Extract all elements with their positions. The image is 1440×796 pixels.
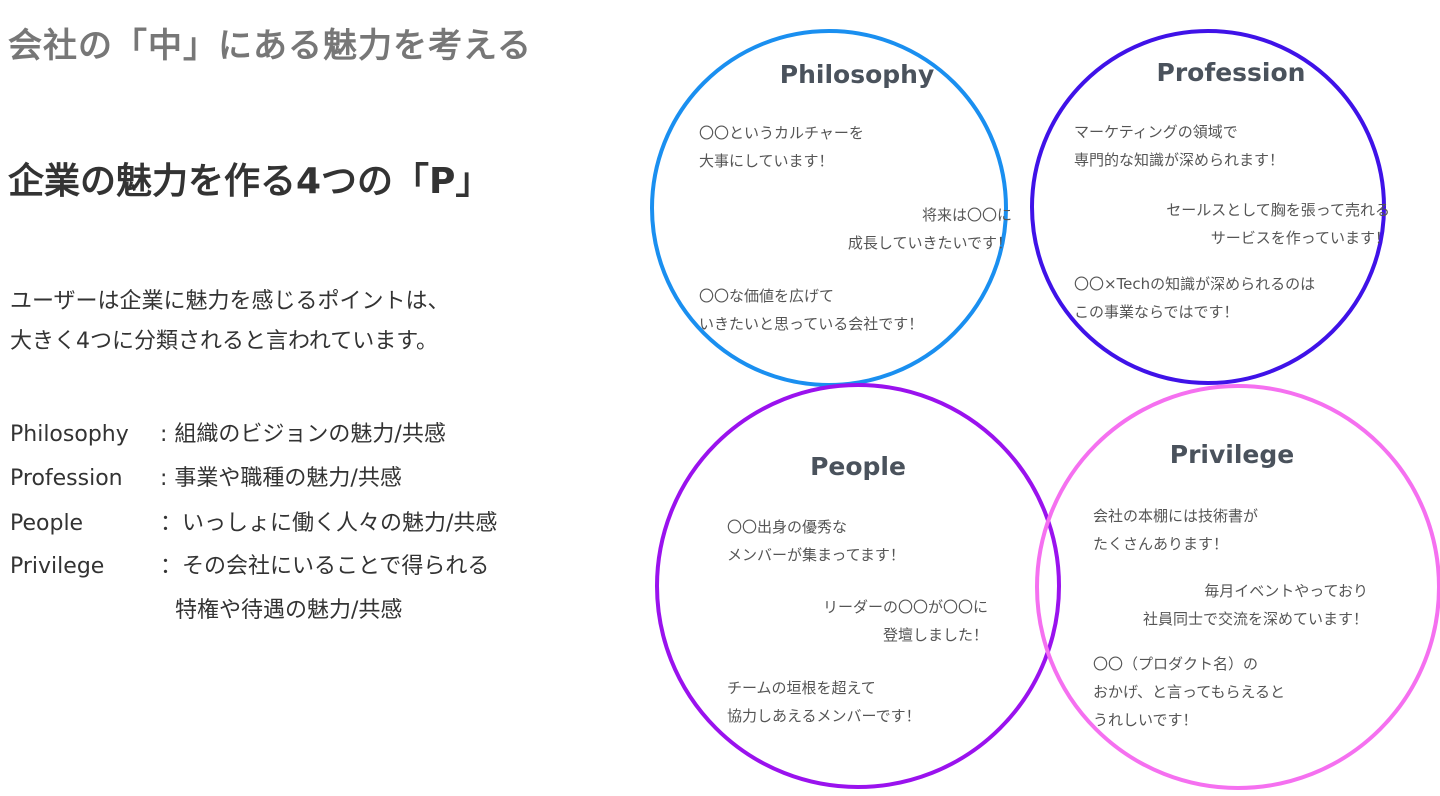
people-text: リーダーの〇〇が〇〇に 登壇しました！ <box>822 598 988 644</box>
slide-subtitle: 会社の「中」にある魅力を考える <box>8 26 532 66</box>
people-text: チームの垣根を超えて 協力しあえるメンバーです！ <box>727 679 921 725</box>
people-title: People <box>810 452 906 481</box>
definition-term: Privilege <box>10 554 105 579</box>
profession-text: セールスとして胸を張って売れる サービスを作っています！ <box>1166 201 1390 247</box>
definition-desc: : 組織のビジョンの魅力/共感 <box>160 422 446 447</box>
philosophy-text: 〇〇な価値を広げて いきたいと思っている会社です！ <box>699 287 924 333</box>
profession-circle <box>1030 29 1386 385</box>
privilege-circle <box>1035 384 1440 790</box>
philosophy-text: 将来は〇〇に 成長していきたいです！ <box>847 206 1012 252</box>
philosophy-circle <box>650 29 1008 387</box>
privilege-text: 毎月イベントやっており 社員同士で交流を深めています！ <box>1142 582 1368 628</box>
definition-term: Profession <box>10 466 123 491</box>
privilege-text: 会社の本棚には技術書が たくさんあります！ <box>1093 507 1259 553</box>
definition-privilege-cont: 特権や待遇の魅力/共感 <box>175 598 403 623</box>
intro-text: ユーザーは企業に魅力を感じるポイントは、 大きく4つに分類されると言われています… <box>10 282 450 362</box>
profession-text: 〇〇×Techの知識が深められるのは この事業ならではです！ <box>1074 275 1316 321</box>
definition-desc: ：いっしょに働く人々の魅力/共感 <box>160 511 498 536</box>
definition-desc: : 事業や職種の魅力/共感 <box>160 466 402 491</box>
philosophy-text: 〇〇というカルチャーを 大事にしています！ <box>699 124 864 170</box>
intro-line: 大きく4つに分類されると言われています。 <box>10 329 439 354</box>
privilege-title: Privilege <box>1169 440 1295 469</box>
intro-line: ユーザーは企業に魅力を感じるポイントは、 <box>10 289 450 314</box>
profession-title: Profession <box>1156 58 1306 87</box>
slide-title: 企業の魅力を作る4つの「P」 <box>8 161 492 202</box>
definition-term: People <box>10 511 84 536</box>
people-circle <box>655 383 1061 789</box>
profession-text: マーケティングの領域で 専門的な知識が深められます！ <box>1074 123 1285 169</box>
definition-privilege: Privilege ：その会社にいることで得られる <box>10 548 489 580</box>
definition-people: People ：いっしょに働く人々の魅力/共感 <box>10 505 497 537</box>
definition-desc: ：その会社にいることで得られる <box>160 554 490 579</box>
definition-profession: Profession : 事業や職種の魅力/共感 <box>10 460 402 492</box>
philosophy-title: Philosophy <box>779 60 935 89</box>
definition-philosophy: Philosophy : 組織のビジョンの魅力/共感 <box>10 416 446 448</box>
definition-term: Philosophy <box>10 422 129 447</box>
people-text: 〇〇出身の優秀な メンバーが集まってます！ <box>727 518 905 564</box>
privilege-text: 〇〇（プロダクト名）の おかげ、と言ってもらえると うれしいです！ <box>1093 655 1286 729</box>
